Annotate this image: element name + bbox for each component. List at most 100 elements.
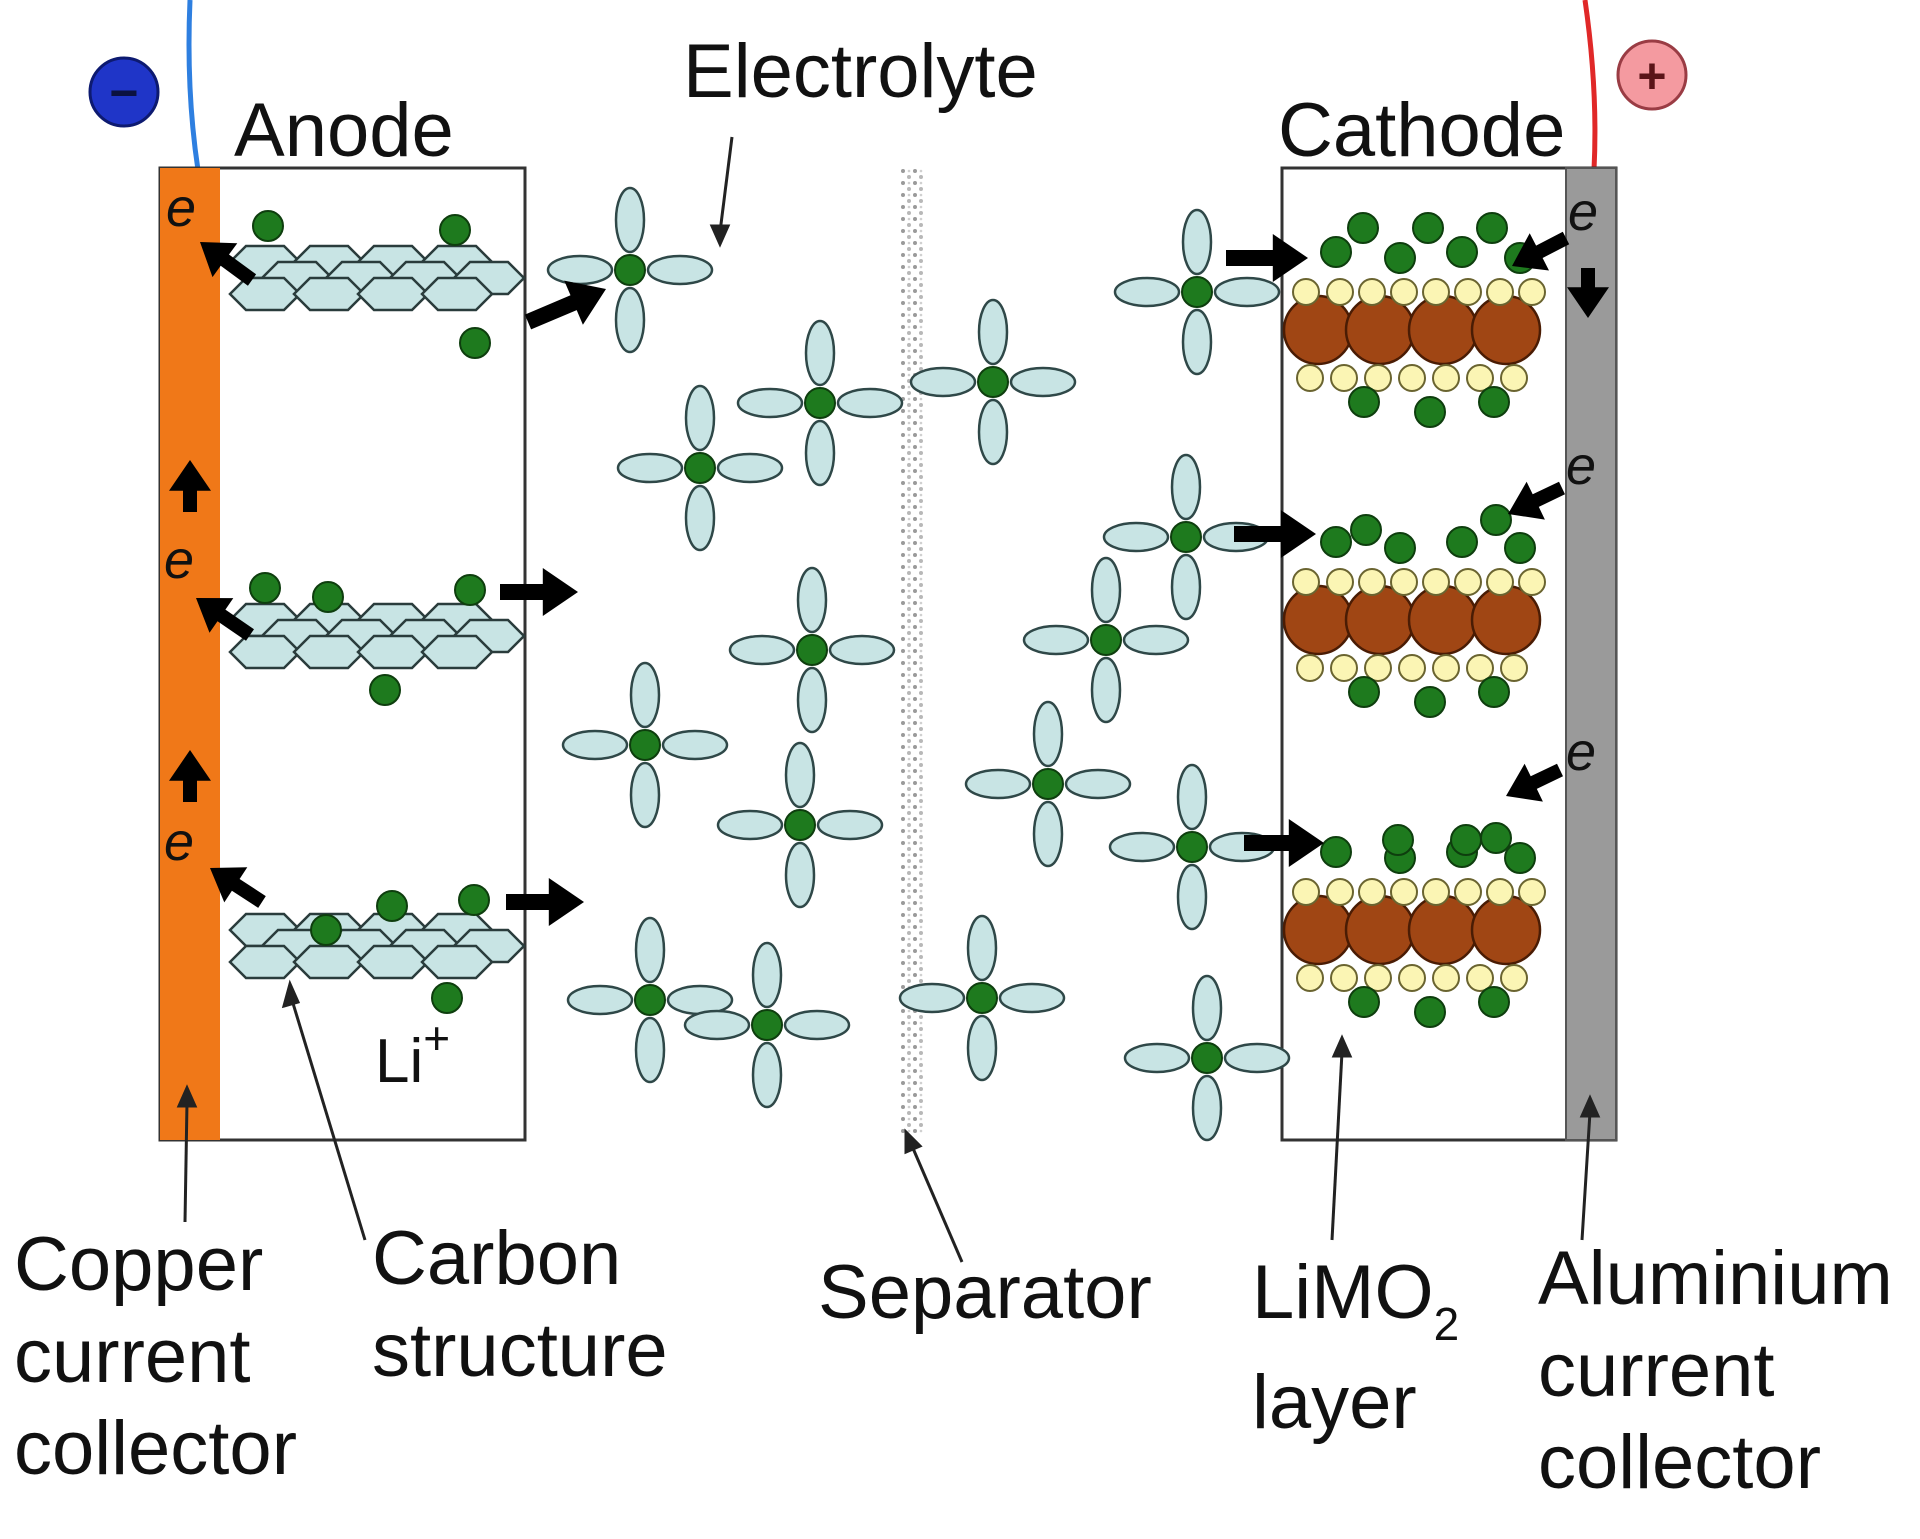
electrolyte-lobe xyxy=(561,729,629,761)
electrolyte-lobe xyxy=(804,419,836,487)
arrow-icon xyxy=(169,750,211,802)
oxygen-atom xyxy=(1518,568,1546,596)
electrolyte-lobe xyxy=(784,741,816,809)
electrolyte-lobe xyxy=(1022,624,1090,656)
electrolyte-lobe xyxy=(666,984,734,1016)
arrow-icon xyxy=(1226,234,1308,282)
arrow-icon xyxy=(169,460,211,512)
lithium-ion xyxy=(1384,242,1416,274)
lithium-ion xyxy=(459,327,491,359)
electrolyte-lobe xyxy=(616,452,684,484)
oxygen-atom xyxy=(1500,364,1528,392)
carbon-structure-label: Carbon structure xyxy=(372,1216,668,1393)
electrolyte-lobe xyxy=(614,286,646,354)
oxygen-atom xyxy=(1454,278,1482,306)
electrolyte-lobe xyxy=(1223,1042,1291,1074)
oxygen-atom xyxy=(1330,654,1358,682)
arrow-icon xyxy=(506,878,584,926)
arrow-icon xyxy=(1244,819,1324,867)
lithium-ion xyxy=(1350,514,1382,546)
metal-oxide-atom xyxy=(1282,584,1354,656)
lithium-ion xyxy=(1032,768,1064,800)
oxygen-atom xyxy=(1466,964,1494,992)
oxygen-atom xyxy=(1358,278,1386,306)
lithium-ion xyxy=(1414,996,1446,1028)
electrolyte-lobe xyxy=(716,452,784,484)
electrolyte-lobe xyxy=(751,1041,783,1109)
lithium-ions-group xyxy=(249,210,1536,1074)
electrolyte-lobe xyxy=(1009,366,1077,398)
electrolyte-lobe xyxy=(998,982,1066,1014)
graphene-hexagon xyxy=(356,276,430,312)
lithium-ion xyxy=(1478,676,1510,708)
oxygen-atom xyxy=(1422,568,1450,596)
oxygen-atom xyxy=(1398,964,1426,992)
li-ion-label: Li+ xyxy=(375,1012,450,1096)
lithium-ion xyxy=(1320,526,1352,558)
electrolyte-lobe xyxy=(684,484,716,552)
negative-terminal-icon xyxy=(88,56,160,128)
oxygen-atom xyxy=(1486,878,1514,906)
arrow-icon xyxy=(500,568,578,616)
lithium-ion xyxy=(796,634,828,666)
electrolyte-lobe xyxy=(796,566,828,634)
metal-oxide-atom xyxy=(1282,894,1354,966)
arrow-icon xyxy=(210,867,266,908)
electrolyte-lobe xyxy=(783,1009,851,1041)
metal-oxide-atom xyxy=(1407,894,1479,966)
electrolyte-lobe xyxy=(684,384,716,452)
lithium-ion xyxy=(249,572,281,604)
electrolyte-lobe xyxy=(736,387,804,419)
oxygen-atom xyxy=(1296,964,1324,992)
electrolyte-lobe xyxy=(964,768,1032,800)
metal-oxide-atom xyxy=(1470,584,1542,656)
graphene-hexagon xyxy=(356,944,430,980)
electron-label-anode-2: e xyxy=(164,530,194,590)
oxygen-atom xyxy=(1454,878,1482,906)
separator-label: Separator xyxy=(818,1250,1152,1335)
oxygen-atom xyxy=(1364,364,1392,392)
electrolyte-molecules-group xyxy=(546,186,1291,1142)
oxygen-atom xyxy=(1422,878,1450,906)
electrolyte-lobe xyxy=(977,398,1009,466)
lithium-ion xyxy=(310,914,342,946)
carbon-structure-group xyxy=(228,244,526,980)
electrolyte-label: Electrolyte xyxy=(683,29,1038,114)
oxygen-atom xyxy=(1364,654,1392,682)
oxygen-atom xyxy=(1518,878,1546,906)
arrow-icon xyxy=(200,242,257,286)
graphene-hexagon xyxy=(292,634,366,670)
lithium-ion xyxy=(1382,824,1414,856)
anode-label: Anode xyxy=(234,88,454,173)
negative-terminal-sign: − xyxy=(109,65,138,121)
electrolyte-lobe xyxy=(804,319,836,387)
lithium-ion xyxy=(1480,822,1512,854)
lithium-ion xyxy=(1384,532,1416,564)
metal-oxide-atom xyxy=(1344,294,1416,366)
graphene-hexagon xyxy=(420,634,494,670)
electrolyte-lobe xyxy=(716,809,784,841)
lithium-ion xyxy=(252,210,284,242)
oxygen-atom xyxy=(1398,364,1426,392)
lithium-ion xyxy=(312,581,344,613)
oxygen-atom xyxy=(1390,278,1418,306)
electrolyte-lobe xyxy=(614,186,646,254)
graphene-hexagon xyxy=(292,944,366,980)
electrolyte-lobe xyxy=(909,366,977,398)
electrolyte-lobe xyxy=(1102,521,1170,553)
electrolyte-lobe xyxy=(1181,208,1213,276)
cathode-label: Cathode xyxy=(1278,88,1565,173)
arrow-icon xyxy=(524,280,606,330)
electrolyte-lobe xyxy=(816,809,884,841)
electron-label-anode-1: e xyxy=(166,178,196,238)
aluminium-current-collector-label: Aluminium current collector xyxy=(1538,1236,1914,1505)
oxygen-atom xyxy=(1292,278,1320,306)
metal-oxide-atom xyxy=(1282,294,1354,366)
lithium-ion xyxy=(1446,526,1478,558)
electrolyte-lobe xyxy=(1090,556,1122,624)
lithium-ion xyxy=(629,729,661,761)
arrow-icon xyxy=(1506,763,1563,802)
oxygen-atom xyxy=(1296,654,1324,682)
electrolyte-lobe xyxy=(1213,276,1281,308)
limo2-layer-group xyxy=(1282,278,1546,992)
